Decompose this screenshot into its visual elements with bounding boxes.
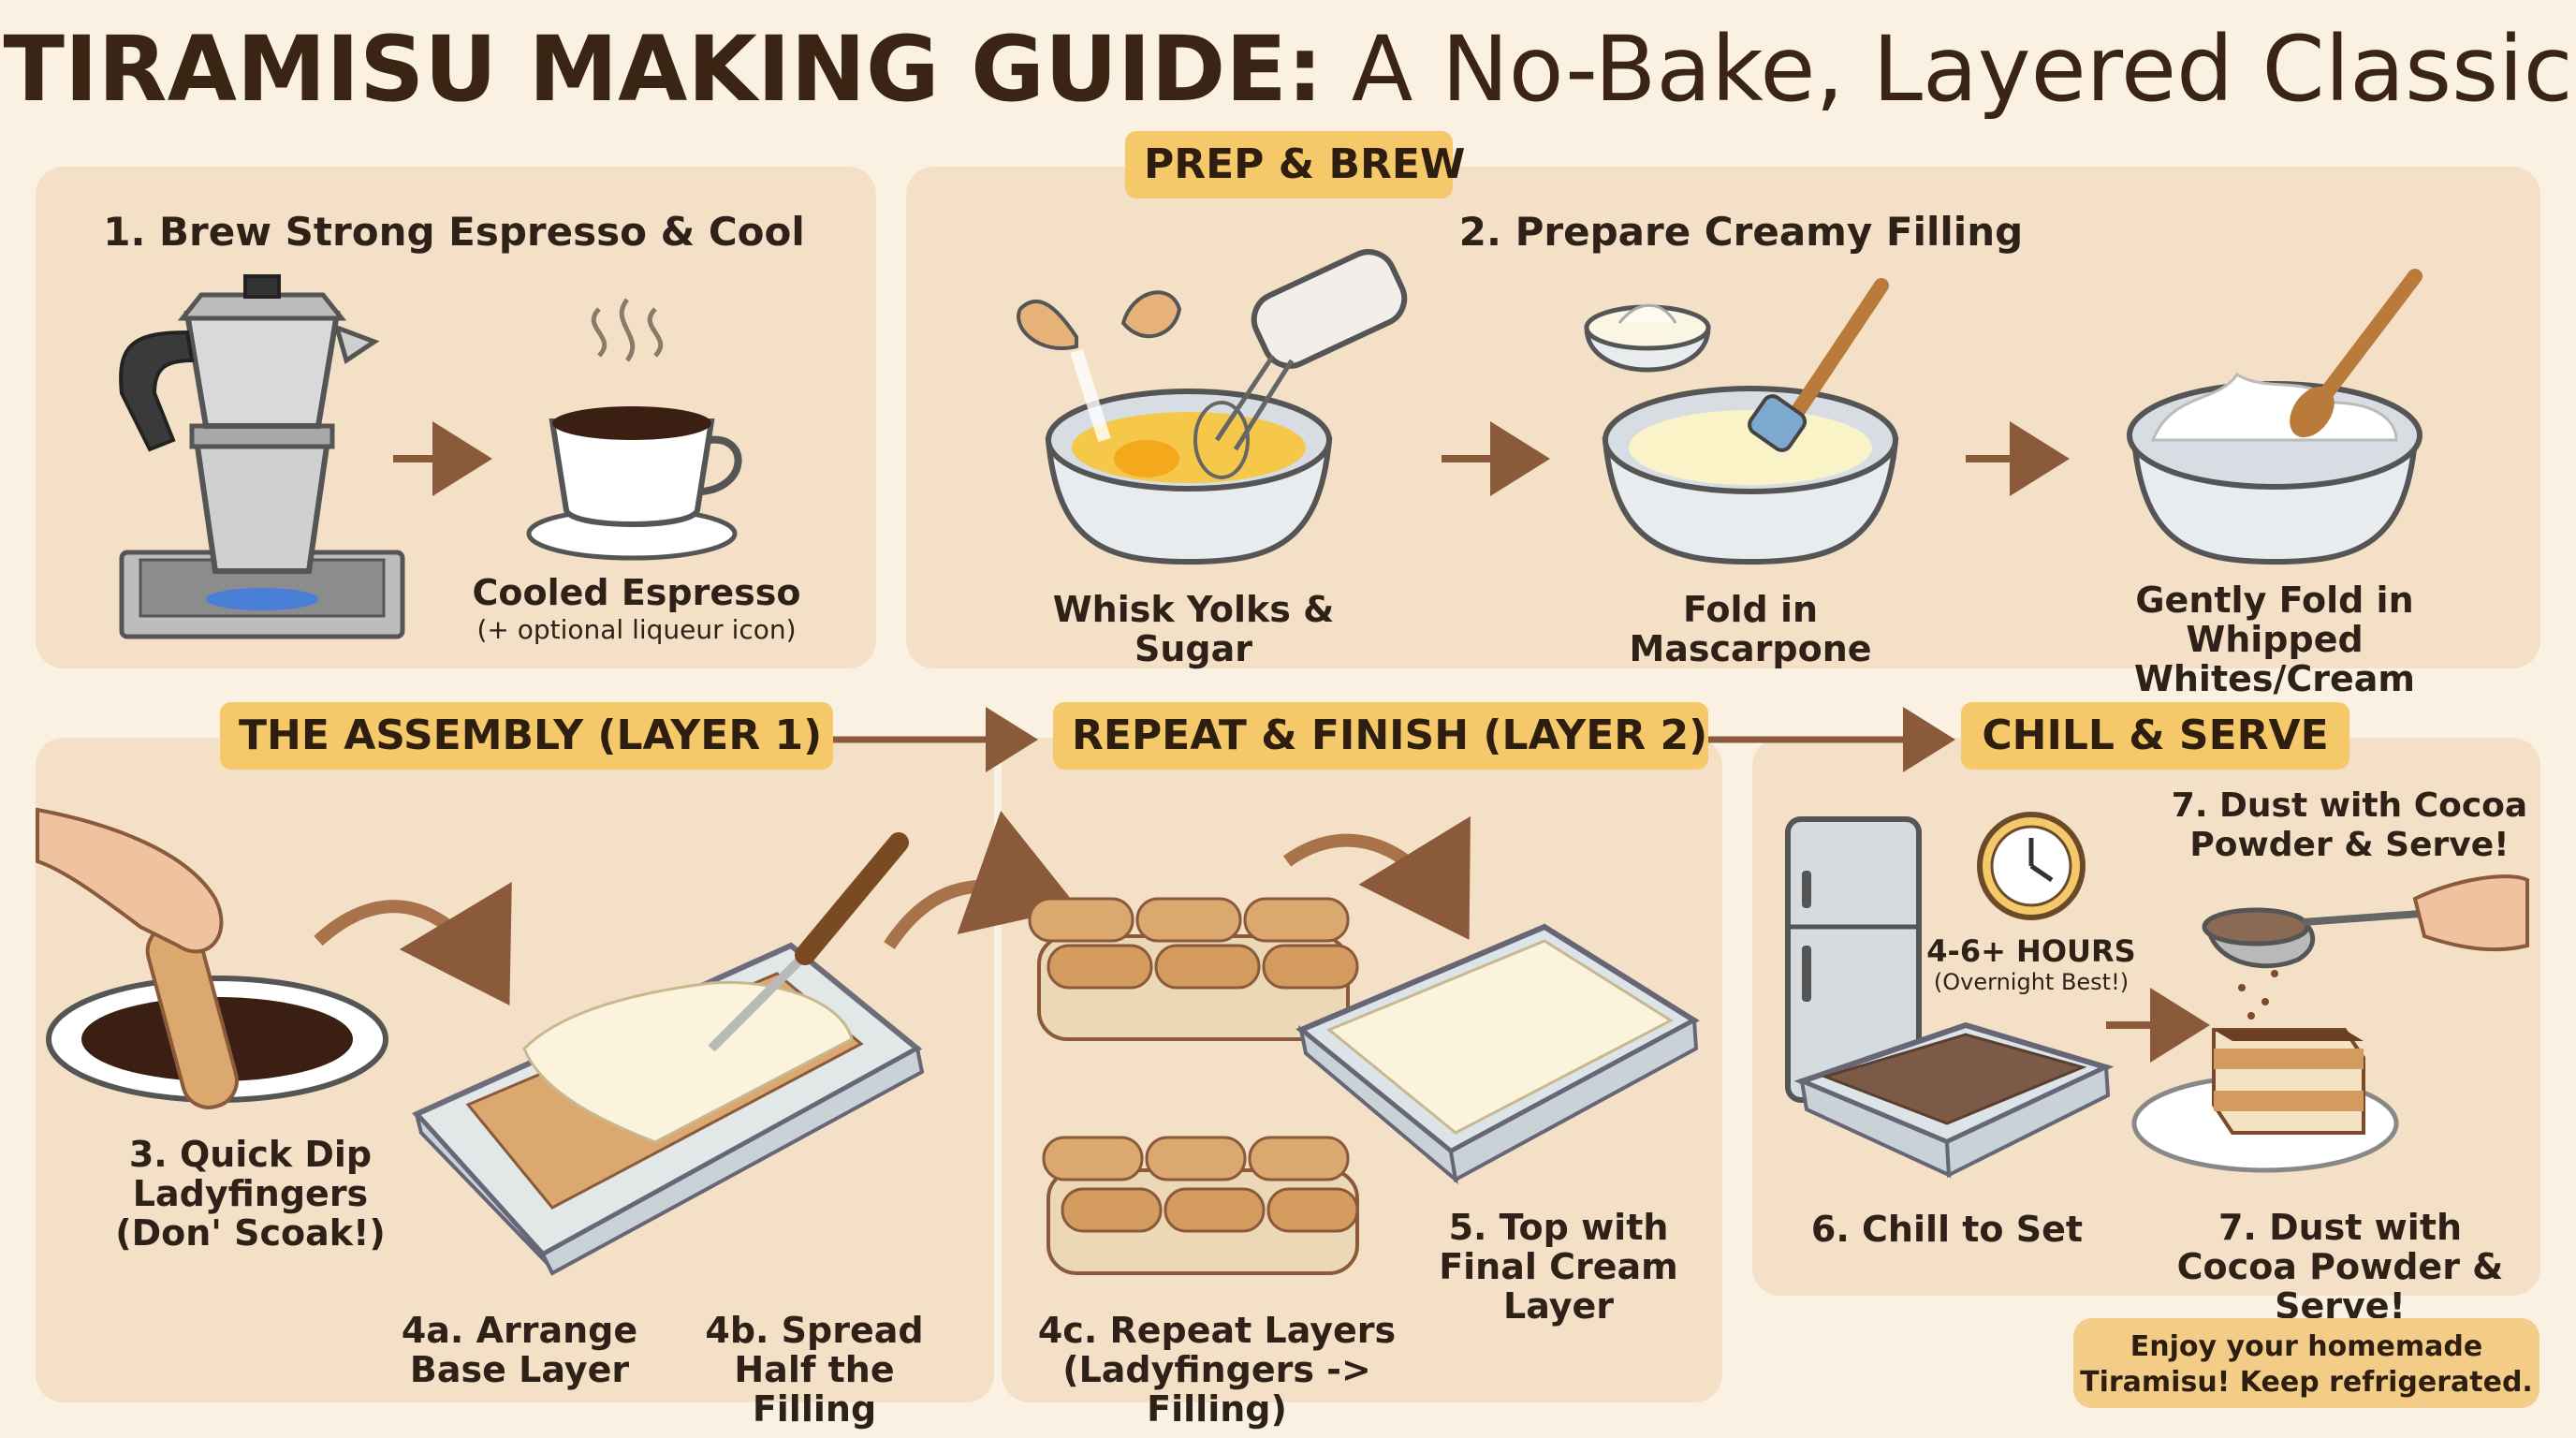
baking-dish-layer1-icon: [412, 832, 925, 1276]
section-tag-chill: CHILL & SERVE: [1961, 702, 2349, 770]
clock-icon: [1977, 812, 2086, 920]
final-cream-dish-icon: [1295, 923, 1700, 1185]
step3-label: 3. Quick Dip Ladyfingers (Don' Scoak!): [115, 1134, 386, 1254]
moka-pot-icon: [119, 274, 405, 639]
step5-label: 5. Top with Final Cream Layer: [1439, 1207, 1678, 1327]
step1-heading: 1. Brew Strong Espresso & Cool: [103, 209, 805, 255]
step7-label: 7. Dust with Cocoa Powder & Serve!: [2176, 1207, 2504, 1327]
section-tag-repeat: REPEAT & FINISH (LAYER 2): [1053, 702, 1708, 770]
step4c-label: 4c. Repeat Layers (Ladyfingers -> Fillin…: [1037, 1310, 1397, 1430]
step7-top-label: 7. Dust with Cocoa Powder & Serve!: [2171, 786, 2528, 864]
sieve-icon: [2202, 874, 2529, 1020]
mascarpone-bowl-icon: [1584, 278, 1899, 565]
fridge-icon: [1785, 816, 1922, 1103]
repeat-layers-icon: [1028, 897, 1359, 1275]
step1-cup-note: (+ optional liqueur icon): [476, 614, 797, 645]
tiramisu-slice-icon: [2131, 1028, 2399, 1173]
footer-note: Enjoy your homemade Tiramisu! Keep refri…: [2073, 1318, 2539, 1408]
section-tag-prep-brew: PREP & BREW: [1125, 131, 1465, 198]
section-tag-assembly: THE ASSEMBLY (LAYER 1): [220, 702, 833, 770]
ladyfinger-dip-icon: [36, 807, 388, 1109]
step6-time: 4-6+ HOURS: [1926, 933, 2136, 969]
step4b-label: 4b. Spread Half the Filling: [705, 1310, 924, 1430]
step4a-label: 4a. Arrange Base Layer: [401, 1310, 638, 1390]
page-title: TIRAMISU MAKING GUIDE: A No-Bake, Layere…: [3, 17, 2573, 122]
chilled-dish-icon: [1793, 1021, 2115, 1179]
espresso-cup-icon: [526, 298, 742, 561]
step2-heading: 2. Prepare Creamy Filling: [1458, 209, 2024, 255]
whipped-cream-bowl-icon: [2127, 269, 2422, 565]
step2-label-whipped: Gently Fold in Whipped Whites/Cream: [2133, 580, 2416, 699]
step6-label: 6. Chill to Set: [1810, 1209, 2084, 1250]
step6-time-note: (Overnight Best!): [1933, 969, 2130, 995]
step1-cup-label: Cooled Espresso: [472, 572, 801, 613]
step2-label-whisk: Whisk Yolks & Sugar: [1052, 589, 1335, 669]
step2-label-mascarpone: Fold in Mascarpone: [1629, 589, 1872, 669]
whisk-bowl-icon: [1017, 249, 1408, 565]
